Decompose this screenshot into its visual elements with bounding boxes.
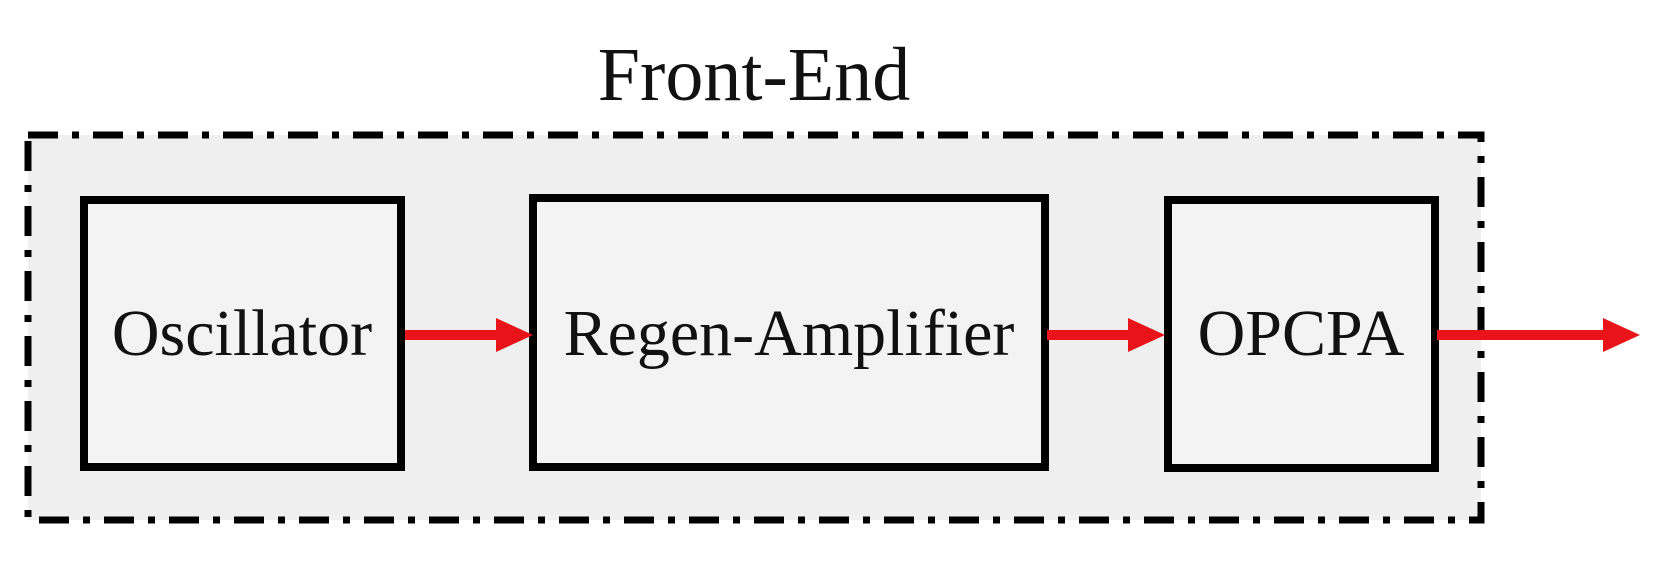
oscillator-block [80, 196, 405, 471]
beam-arrow-regen-to-opcpa [1047, 318, 1165, 352]
beam-arrow-opcpa-output [1437, 318, 1640, 352]
beam-arrowhead-icon [496, 318, 533, 352]
diagram-title: Front-End [598, 33, 910, 117]
beam-arrowhead-icon [1603, 318, 1640, 352]
opcpa-label: OPCPA [1198, 297, 1405, 370]
regen-amplifier-label: Regen-Amplifier [564, 297, 1015, 370]
beam-arrowhead-icon [1128, 318, 1165, 352]
oscillator-label: Oscillator [112, 297, 372, 370]
beam-arrow-oscillator-to-regen [405, 318, 533, 352]
regen-amplifier-block [529, 194, 1049, 471]
opcpa-block [1164, 196, 1439, 472]
